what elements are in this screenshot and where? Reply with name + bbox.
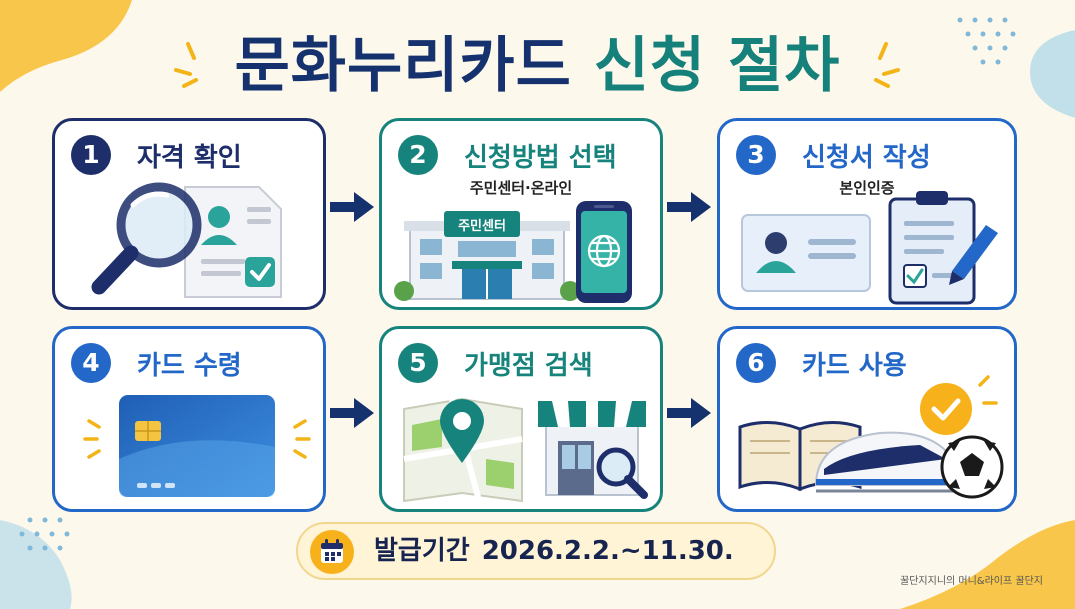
step-3-illustration bbox=[741, 191, 998, 305]
step-2-illustration: 주민센터 bbox=[394, 201, 632, 303]
step-label-6: 카드 사용 bbox=[802, 350, 907, 381]
arrow-right-icon bbox=[667, 192, 711, 222]
title-part1: 문화누리카드 bbox=[234, 31, 572, 101]
step-label-5: 가맹점 검색 bbox=[464, 350, 593, 381]
step-label-4: 카드 수령 bbox=[137, 350, 242, 381]
step-number-4: 4 bbox=[71, 343, 111, 383]
step-card-6: 6 카드 사용 bbox=[717, 326, 1017, 512]
step-5-illustration bbox=[403, 397, 648, 503]
period-label: 발급기간 bbox=[374, 536, 470, 566]
step-card-2: 2 신청방법 선택 주민센터·온라인 주민센터 bbox=[379, 118, 663, 310]
train-icon bbox=[814, 431, 957, 493]
pen-icon bbox=[949, 225, 998, 285]
globe-icon bbox=[587, 234, 621, 268]
store-icon bbox=[538, 401, 646, 496]
step-label-3: 신청서 작성 bbox=[802, 142, 931, 173]
title-part2: 신청 절차 bbox=[593, 31, 841, 101]
arrow-right-icon bbox=[330, 398, 374, 428]
step-card-5: 5 가맹점 검색 bbox=[379, 326, 663, 512]
magnifier-icon bbox=[91, 182, 202, 295]
step-number-5: 5 bbox=[398, 343, 438, 383]
map-pin-icon bbox=[440, 399, 484, 463]
step-card-1: 1 자격 확인 bbox=[52, 118, 326, 310]
sparkle-marks bbox=[83, 419, 311, 459]
period-value: 2026.2.2.~11.30. bbox=[481, 536, 734, 566]
soccer-ball-icon bbox=[940, 435, 1004, 499]
step-card-3: 3 신청서 작성 본인인증 bbox=[717, 118, 1017, 310]
step-label-1: 자격 확인 bbox=[137, 142, 242, 173]
step-subtitle-2: 주민센터·온라인 bbox=[469, 179, 573, 197]
arrow-right-icon bbox=[330, 192, 374, 222]
calendar-icon bbox=[310, 530, 354, 574]
credit-text: 꿀단지지니의 머니&라이프 꿀단지 bbox=[900, 576, 1043, 587]
step-label-2: 신청방법 선택 bbox=[464, 142, 617, 173]
building-sign: 주민센터 bbox=[458, 218, 506, 234]
step-number-2: 2 bbox=[398, 135, 438, 175]
magnifier-icon bbox=[596, 447, 648, 499]
issuance-period-banner: 발급기간 2026.2.2.~11.30. bbox=[296, 522, 776, 580]
page-title: 문화누리카드 신청 절차 bbox=[0, 26, 1075, 106]
chip-icon bbox=[135, 421, 161, 441]
step-4-illustration bbox=[83, 395, 311, 497]
step-card-4: 4 카드 수령 bbox=[52, 326, 326, 512]
building-icon bbox=[394, 211, 580, 301]
card-icon bbox=[119, 395, 275, 497]
step-number-1: 1 bbox=[71, 135, 111, 175]
clipboard-icon bbox=[888, 191, 976, 305]
step-number-6: 6 bbox=[736, 343, 776, 383]
id-card-icon bbox=[741, 214, 871, 292]
step-subtitle-3: 본인인증 bbox=[839, 179, 895, 197]
arrow-right-icon bbox=[667, 398, 711, 428]
step-number-3: 3 bbox=[736, 135, 776, 175]
step-6-illustration bbox=[738, 375, 1004, 499]
check-badge-icon bbox=[920, 375, 998, 435]
step-1-illustration bbox=[91, 182, 282, 298]
check-icon bbox=[245, 257, 275, 287]
